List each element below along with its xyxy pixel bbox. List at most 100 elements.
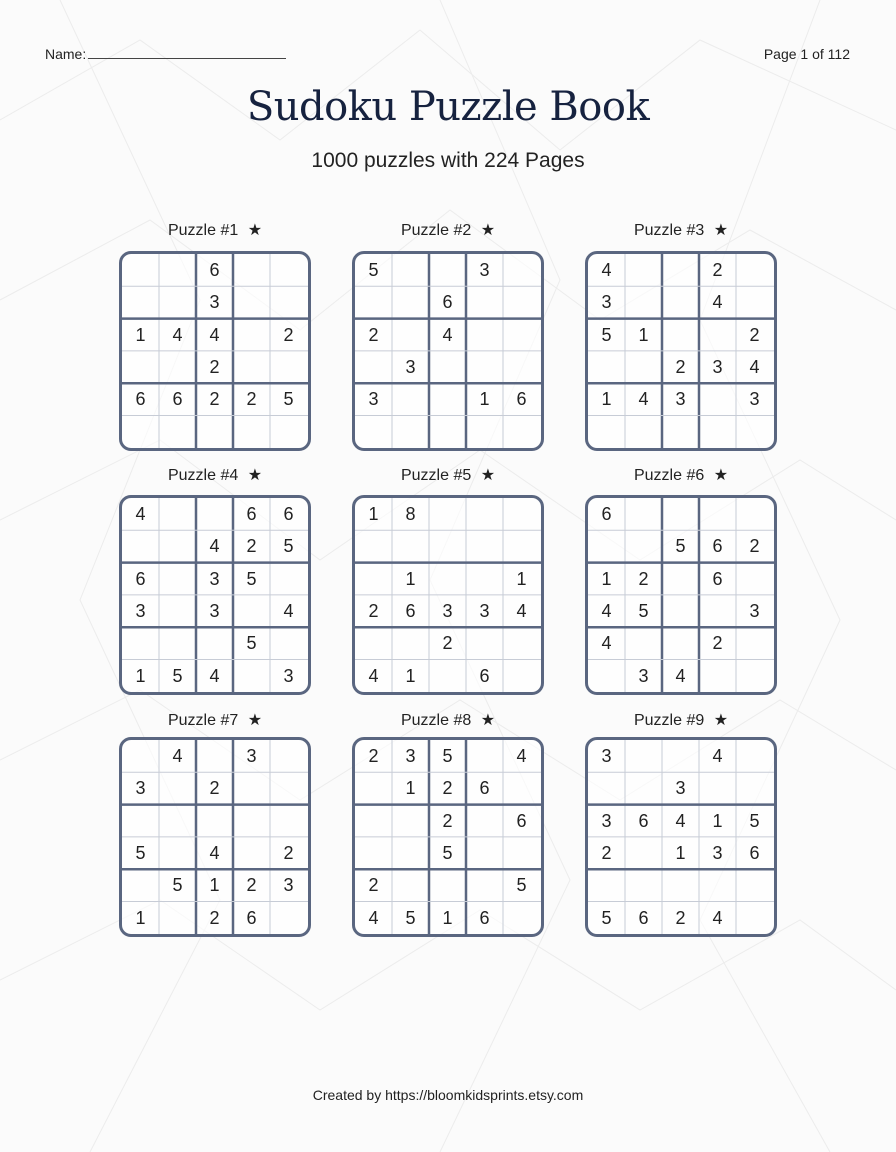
sudoku-cell[interactable]: 4 [712,907,723,928]
sudoku-cell[interactable] [392,869,429,902]
sudoku-cell[interactable]: 3 [638,665,649,686]
sudoku-cell[interactable] [503,254,540,287]
sudoku-cell[interactable] [466,416,503,449]
sudoku-cell[interactable]: 2 [368,875,379,896]
sudoku-cell[interactable] [466,319,503,352]
sudoku-cell[interactable]: 5 [283,536,294,557]
sudoku-cell[interactable]: 3 [479,260,490,280]
sudoku-cell[interactable]: 6 [516,389,527,410]
sudoku-cell[interactable] [736,416,773,449]
sudoku-cell[interactable]: 2 [368,600,379,621]
sudoku-cell[interactable] [355,837,392,870]
sudoku-cell[interactable]: 4 [712,292,723,313]
sudoku-cell[interactable]: 2 [368,324,379,345]
sudoku-cell[interactable]: 6 [638,907,649,928]
sudoku-cell[interactable] [392,627,429,660]
sudoku-cell[interactable]: 4 [712,746,723,766]
sudoku-cell[interactable]: 6 [135,568,146,589]
sudoku-cell[interactable] [466,805,503,838]
sudoku-cell[interactable]: 2 [749,324,760,345]
sudoku-cell[interactable]: 5 [246,633,257,654]
sudoku-cell[interactable]: 2 [246,875,257,896]
sudoku-cell[interactable] [122,740,159,773]
sudoku-cell[interactable] [736,498,773,531]
sudoku-cell[interactable]: 4 [516,746,527,766]
sudoku-cell[interactable] [662,563,699,596]
sudoku-cell[interactable] [429,530,466,563]
sudoku-cell[interactable]: 1 [516,568,527,589]
sudoku-cell[interactable]: 4 [601,633,612,654]
sudoku-cell[interactable]: 3 [749,600,760,621]
sudoku-cell[interactable] [736,869,773,902]
sudoku-cell[interactable]: 4 [172,324,183,345]
sudoku-cell[interactable] [588,530,625,563]
sudoku-cell[interactable] [392,805,429,838]
sudoku-cell[interactable] [429,351,466,384]
sudoku-cell[interactable] [588,416,625,449]
sudoku-cell[interactable] [122,805,159,838]
sudoku-cell[interactable] [159,772,196,805]
sudoku-cell[interactable] [196,740,233,773]
sudoku-cell[interactable] [503,660,540,693]
sudoku-cell[interactable]: 1 [405,778,416,799]
sudoku-cell[interactable] [588,869,625,902]
sudoku-cell[interactable]: 1 [135,907,146,928]
sudoku-cell[interactable]: 2 [246,536,257,557]
sudoku-cell[interactable]: 2 [283,842,294,863]
sudoku-cell[interactable]: 6 [135,389,146,410]
sudoku-cell[interactable]: 6 [405,600,416,621]
sudoku-cell[interactable] [392,530,429,563]
sudoku-cell[interactable] [392,254,429,287]
sudoku-cell[interactable] [503,319,540,352]
sudoku-cell[interactable]: 1 [135,324,146,345]
sudoku-cell[interactable]: 3 [601,292,612,313]
sudoku-cell[interactable]: 4 [368,907,379,928]
sudoku-cell[interactable]: 6 [601,504,612,524]
sudoku-cell[interactable]: 5 [675,536,686,557]
sudoku-cell[interactable]: 3 [749,389,760,410]
sudoku-cell[interactable] [355,627,392,660]
sudoku-cell[interactable] [159,805,196,838]
sudoku-cell[interactable]: 6 [283,504,294,524]
sudoku-cell[interactable] [736,254,773,287]
sudoku-cell[interactable] [662,595,699,628]
sudoku-cell[interactable] [159,563,196,596]
sudoku-cell[interactable]: 3 [405,356,416,377]
sudoku-cell[interactable] [429,254,466,287]
sudoku-cell[interactable] [159,837,196,870]
sudoku-cell[interactable] [503,351,540,384]
sudoku-cell[interactable] [233,286,270,319]
sudoku-cell[interactable]: 1 [442,907,453,928]
sudoku-cell[interactable] [588,351,625,384]
sudoku-cell[interactable]: 4 [601,260,612,280]
sudoku-cell[interactable]: 5 [405,907,416,928]
sudoku-cell[interactable] [662,254,699,287]
sudoku-cell[interactable]: 3 [712,842,723,863]
sudoku-cell[interactable]: 1 [675,842,686,863]
sudoku-cell[interactable] [466,530,503,563]
sudoku-cell[interactable] [196,805,233,838]
sudoku-cell[interactable] [503,498,540,531]
sudoku-cell[interactable] [159,595,196,628]
sudoku-cell[interactable]: 2 [675,356,686,377]
sudoku-cell[interactable]: 5 [172,665,183,686]
sudoku-cell[interactable]: 6 [172,389,183,410]
sudoku-cell[interactable]: 1 [368,504,379,524]
sudoku-cell[interactable]: 3 [675,778,686,799]
sudoku-cell[interactable]: 4 [442,324,453,345]
sudoku-cell[interactable]: 3 [675,389,686,410]
sudoku-cell[interactable] [736,740,773,773]
sudoku-cell[interactable] [429,660,466,693]
sudoku-cell[interactable] [392,286,429,319]
sudoku-cell[interactable]: 5 [638,600,649,621]
sudoku-cell[interactable]: 3 [601,746,612,766]
sudoku-cell[interactable]: 1 [405,665,416,686]
sudoku-cell[interactable] [270,254,307,287]
sudoku-cell[interactable] [196,498,233,531]
sudoku-cell[interactable]: 1 [209,875,220,896]
sudoku-cell[interactable]: 2 [638,568,649,589]
sudoku-cell[interactable]: 3 [135,600,146,621]
sudoku-cell[interactable] [355,530,392,563]
sudoku-cell[interactable] [736,286,773,319]
sudoku-cell[interactable]: 3 [209,600,220,621]
